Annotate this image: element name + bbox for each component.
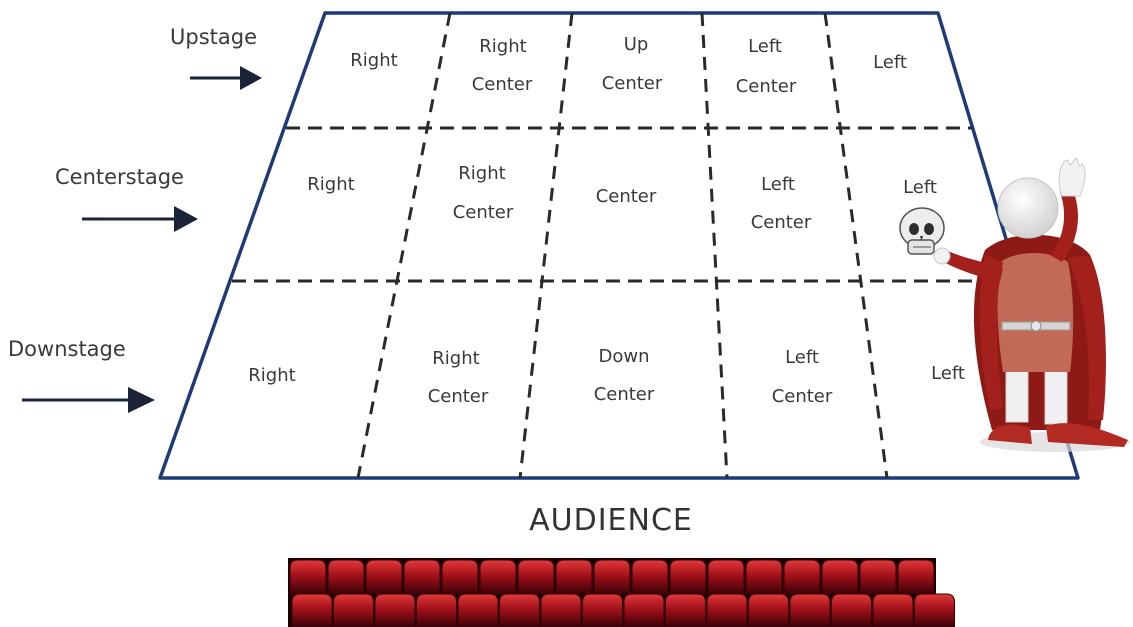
seat [915,594,955,627]
cell-label-line: Center [428,386,489,407]
seat [784,560,820,594]
arrow-right-icon [190,66,262,90]
seat [518,560,554,594]
seat [458,594,498,627]
cell-label-line: Down [598,346,649,367]
theater-seats-icon [288,558,955,627]
seat [822,560,858,594]
seat [541,594,581,627]
cell-label-line: Left [748,36,782,57]
cell-upstage-left: Left [873,52,907,73]
cell-label-line: Center [594,384,655,405]
seat [832,594,872,627]
seat [666,594,706,627]
seat [334,594,374,627]
seat [860,560,896,594]
seat [670,560,706,594]
seat [746,560,782,594]
row-label-centerstage: Centerstage [55,165,184,189]
seat [708,560,744,594]
seat [594,560,630,594]
seat [873,594,913,627]
seat [707,594,747,627]
row-label-upstage: Upstage [170,25,257,49]
audience-label: AUDIENCE [529,503,693,538]
cell-label-line: Center [736,76,797,97]
cell-label-line: Center [602,73,663,94]
cell-centerstage-center: Center [596,186,657,207]
cell-label-line: Center [453,202,514,223]
seat [500,594,540,627]
seat [417,594,457,627]
cell-downstage-left: Left [931,363,965,384]
seat [749,594,789,627]
seat [556,560,592,594]
arrow-right-icon [22,387,155,413]
seat [442,560,478,594]
cell-centerstage-right: Right [307,174,354,195]
cell-label-line: Left [761,174,795,195]
arrow-right-icon [82,206,198,232]
seat [375,594,415,627]
cell-label-line: Right [458,163,505,184]
seat [480,560,516,594]
seat [898,560,934,594]
seat [404,560,440,594]
cell-downstage-right: Right [248,365,295,386]
cell-label-line: Up [624,34,649,55]
cell-centerstage-left: Left [903,177,937,198]
cell-label-line: Left [785,347,819,368]
cell-label-line: Center [751,212,812,233]
seat [366,560,402,594]
seat [292,594,332,627]
seat [328,560,364,594]
cell-label-line: Right [479,36,526,57]
cell-label-line: Center [472,74,533,95]
seat [583,594,623,627]
seat [624,594,664,627]
cell-label-line: Right [432,348,479,369]
cell-label-line: Center [772,386,833,407]
seat [790,594,830,627]
seat [632,560,668,594]
seat [290,560,326,594]
cell-upstage-right: Right [350,50,397,71]
row-label-downstage: Downstage [8,337,126,361]
